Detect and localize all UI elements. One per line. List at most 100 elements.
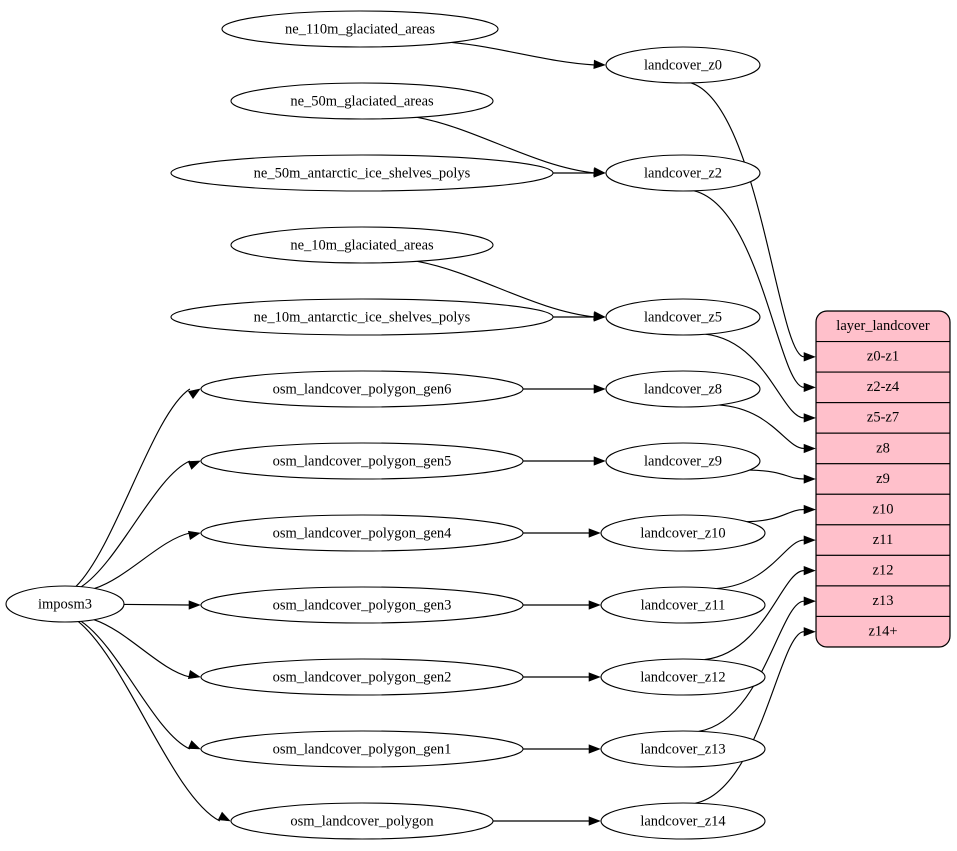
node-label: osm_landcover_polygon_gen5 [273,453,452,469]
node-label: osm_landcover_polygon [290,813,434,829]
edges-layer [75,41,816,826]
arrow-head [588,528,601,538]
node-osm_landcover_polygon_gen4[interactable]: osm_landcover_polygon_gen4 [200,514,524,552]
node-osm_landcover_polygon_gen1[interactable]: osm_landcover_polygon_gen1 [200,730,524,768]
node-label: landcover_z9 [644,453,722,469]
node-ne_10m_antarctic_ice_shelves_polys[interactable]: ne_10m_antarctic_ice_shelves_polys [170,298,554,336]
node-label: osm_landcover_polygon_gen4 [273,525,453,541]
edge-imposm3-to-osm_landcover_polygon [77,621,221,822]
node-landcover_z0[interactable]: landcover_z0 [605,46,761,84]
node-shape [600,658,766,696]
node-label: osm_landcover_polygon_gen6 [273,381,452,397]
edge-imposm3-to-osm_landcover_polygon_gen4 [94,532,191,589]
table-row-label: z8 [876,440,890,456]
node-osm_landcover_polygon_gen6[interactable]: osm_landcover_polygon_gen6 [200,370,524,408]
arrow-head [803,627,816,637]
node-landcover_z10[interactable]: landcover_z10 [600,514,766,552]
node-osm_landcover_polygon_gen2[interactable]: osm_landcover_polygon_gen2 [200,658,524,696]
edge-ne_10m_glaciated_areas-to-landcover_z5 [417,260,595,318]
node-shape [200,514,524,552]
node-label: landcover_z0 [644,57,722,73]
node-label: landcover_z12 [640,669,725,685]
arrow-head [593,456,606,466]
node-shape [600,514,766,552]
edge-landcover_z0-to-z0-z1 [690,82,805,358]
edge-landcover_z8-to-z8 [718,404,805,450]
node-landcover_z12[interactable]: landcover_z12 [600,658,766,696]
arrow-head [187,530,201,540]
table-row-label: z14+ [868,624,897,640]
node-shape [200,370,524,408]
node-label: landcover_z10 [640,525,725,541]
arrow-head [803,352,816,362]
node-shape [605,442,761,480]
nodes-layer: imposm3 ne_110m_glaciated_areas ne_50m_gla… [5,10,766,840]
edge-landcover_z2-to-z2-z4 [693,190,805,388]
node-label: landcover_z5 [644,309,722,325]
node-label: ne_10m_antarctic_ice_shelves_polys [254,309,471,325]
node-label: osm_landcover_polygon_gen2 [273,669,452,685]
node-shape [200,658,524,696]
node-ne_110m_glaciated_areas[interactable]: ne_110m_glaciated_areas [221,10,499,48]
node-landcover_z14[interactable]: landcover_z14 [600,802,766,840]
node-osm_landcover_polygon_gen3[interactable]: osm_landcover_polygon_gen3 [200,586,524,624]
node-label: ne_50m_glaciated_areas [290,93,434,109]
node-osm_landcover_polygon_gen5[interactable]: osm_landcover_polygon_gen5 [200,442,524,480]
node-osm_landcover_polygon[interactable]: osm_landcover_polygon [230,802,494,840]
node-label: landcover_z2 [644,165,722,181]
node-label: landcover_z8 [644,381,722,397]
node-label: ne_50m_antarctic_ice_shelves_polys [254,165,471,181]
arrow-head [187,460,201,470]
edge-landcover_z9-to-z9 [749,469,805,480]
node-shape [230,82,494,120]
node-shape [200,586,524,624]
node-label: ne_110m_glaciated_areas [285,21,435,37]
arrow-head [593,168,606,178]
table-row-label: z11 [873,532,893,548]
arrow-head [803,596,816,606]
node-label: osm_landcover_polygon_gen1 [273,741,452,757]
node-shape [605,298,761,336]
table-row-cell [816,463,950,495]
edge-ne_50m_glaciated_areas-to-landcover_z2 [417,116,595,174]
node-ne_50m_antarctic_ice_shelves_polys[interactable]: ne_50m_antarctic_ice_shelves_polys [170,154,554,192]
node-label: ne_10m_glaciated_areas [290,237,434,253]
node-landcover_z9[interactable]: landcover_z9 [605,442,761,480]
node-ne_50m_glaciated_areas[interactable]: ne_50m_glaciated_areas [230,82,494,120]
node-landcover_z8[interactable]: landcover_z8 [605,370,761,408]
node-shape [170,154,554,192]
node-label: imposm3 [38,596,92,612]
table-row-cell [816,493,950,526]
table-row-label: z0-z1 [867,349,899,365]
arrow-head [188,600,201,610]
arrow-head [593,59,606,69]
arrow-head [803,443,816,454]
node-label: landcover_z11 [641,597,726,613]
edge-imposm3-to-osm_landcover_polygon_gen5 [81,460,191,588]
edge-landcover_z13-to-z13 [698,600,805,732]
node-landcover_z2[interactable]: landcover_z2 [605,154,761,192]
arrow-head [217,811,231,822]
node-landcover_z11[interactable]: landcover_z11 [600,586,766,624]
edge-landcover_z14-to-z14+ [695,631,805,804]
node-label: osm_landcover_polygon_gen3 [273,597,452,613]
arrow-head [588,816,601,826]
edge-landcover_z12-to-z12 [704,570,805,661]
edge-imposm3-to-osm_landcover_polygon_gen1 [80,620,191,750]
node-landcover_z5[interactable]: landcover_z5 [605,298,761,336]
table-outline [815,310,951,648]
node-imposm3[interactable]: imposm3 [5,585,125,623]
node-landcover_z13[interactable]: landcover_z13 [600,730,766,768]
edge-ne_110m_glaciated_areas-to-landcover_z0 [451,41,595,66]
table-row-label: z10 [873,501,894,517]
node-label: landcover_z13 [640,741,725,757]
node-shape [605,46,761,84]
node-ne_10m_glaciated_areas[interactable]: ne_10m_glaciated_areas [230,226,494,264]
node-shape [221,10,499,48]
arrow-head [588,672,601,682]
arrow-head [803,566,816,576]
arrow-head [187,388,201,399]
table-row-label: z5-z7 [867,410,899,426]
